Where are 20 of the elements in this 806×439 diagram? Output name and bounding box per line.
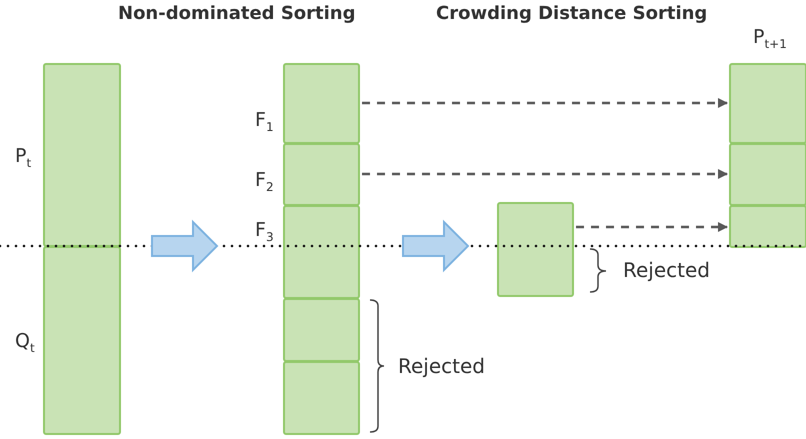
block-arrow (402, 220, 470, 272)
set-label: F$_{3}$ (255, 221, 274, 243)
rejected-label: Rejected (623, 258, 710, 282)
rejected-label: Rejected (398, 354, 486, 378)
set-label: F$_{2}$ (255, 171, 274, 193)
section-heading: Crowding Distance Sorting (436, 3, 708, 24)
population-block (283, 361, 360, 435)
set-label: F$_{1}$ (255, 111, 274, 133)
set-label: P$_{t}$ (15, 147, 32, 169)
section-heading: Non-dominated Sorting (118, 3, 356, 24)
population-block (729, 205, 806, 248)
dashed-arrow (576, 222, 728, 232)
block-arrow (151, 220, 218, 272)
population-block (729, 143, 806, 206)
population-block (497, 202, 574, 297)
dashed-arrow (362, 98, 728, 108)
set-label: Q$_{t}$ (15, 332, 35, 354)
dashed-arrow (362, 169, 728, 179)
population-block (283, 298, 360, 362)
set-label: P$_{t+1}$ (753, 28, 787, 50)
